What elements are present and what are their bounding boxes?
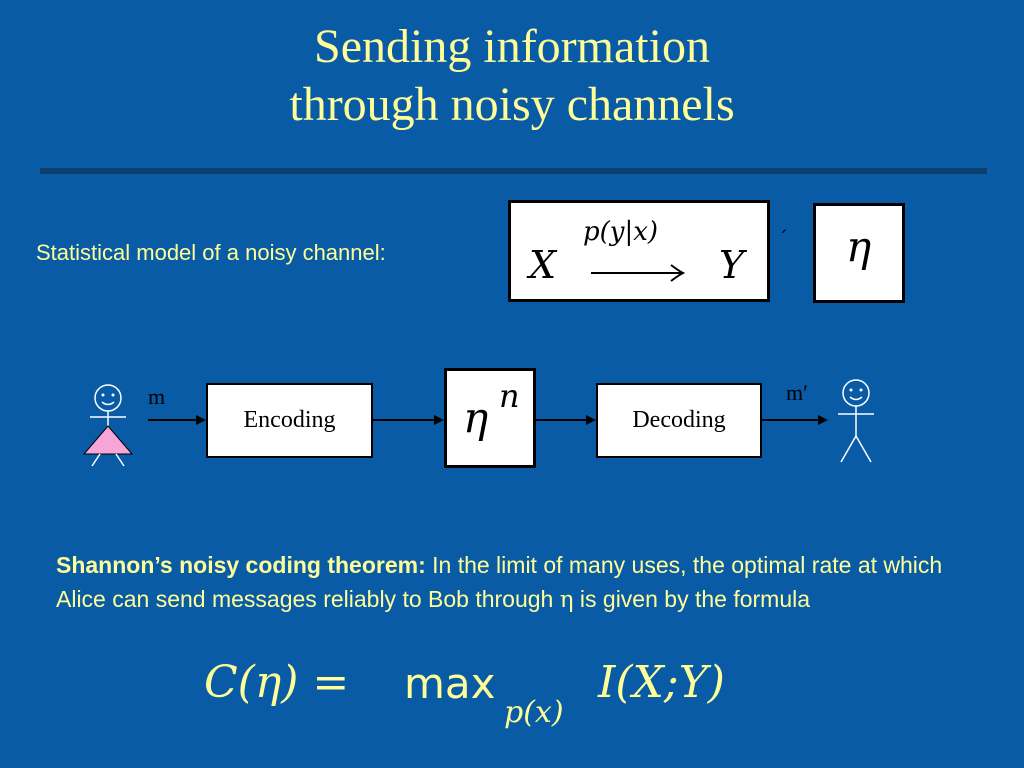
formula-max: max [404, 659, 496, 708]
channel-output-symbol: Y [719, 243, 745, 287]
title-line-1: Sending information [314, 20, 710, 73]
channel-model-box: X p(y|x) Y [508, 200, 770, 302]
decoding-label: Decoding [632, 407, 726, 433]
title-line-2: through noisy channels [289, 78, 735, 131]
encoding-block: Encoding [206, 383, 373, 458]
theorem-text-2: is given by the formula [573, 586, 811, 612]
channel-arrow [591, 264, 686, 282]
channel-n-power: n [499, 377, 520, 415]
model-mark: ´ [778, 226, 788, 250]
formula-subscript: p(x) [504, 695, 564, 730]
theorem-paragraph: Shannon’s noisy coding theorem: In the l… [56, 548, 996, 617]
bob-figure [838, 379, 874, 463]
channel-n-eta: η [463, 393, 489, 442]
capacity-formula: C(η) = max p(x) I(X;Y) [0, 655, 1024, 735]
theorem-text-1: In the limit of many uses, the optimal r… [56, 552, 943, 612]
encoding-label: Encoding [243, 407, 336, 433]
channel-eta-symbol: η [846, 222, 872, 271]
receiver-message-label: m′ [786, 380, 808, 405]
formula-lhs: C(η) = [204, 657, 350, 708]
alice-figure [82, 384, 134, 467]
slide-title: Sending information through noisy channe… [0, 18, 1024, 134]
theorem-heading: Shannon’s noisy coding theorem: [56, 552, 426, 578]
sender-message-label: m [148, 384, 166, 409]
channel-symbol-box: η [813, 203, 905, 303]
formula-rhs: I(X;Y) [598, 657, 725, 708]
channel-transition-label: p(y|x) [583, 217, 659, 247]
decoding-block: Decoding [596, 383, 762, 458]
model-label: Statistical model of a noisy channel: [36, 240, 386, 265]
title-divider [40, 168, 987, 174]
flow-arrows [148, 415, 828, 425]
theorem-eta: η [559, 587, 574, 613]
channel-input-symbol: X [529, 243, 557, 287]
channel-n-uses-block: η n [444, 368, 536, 468]
